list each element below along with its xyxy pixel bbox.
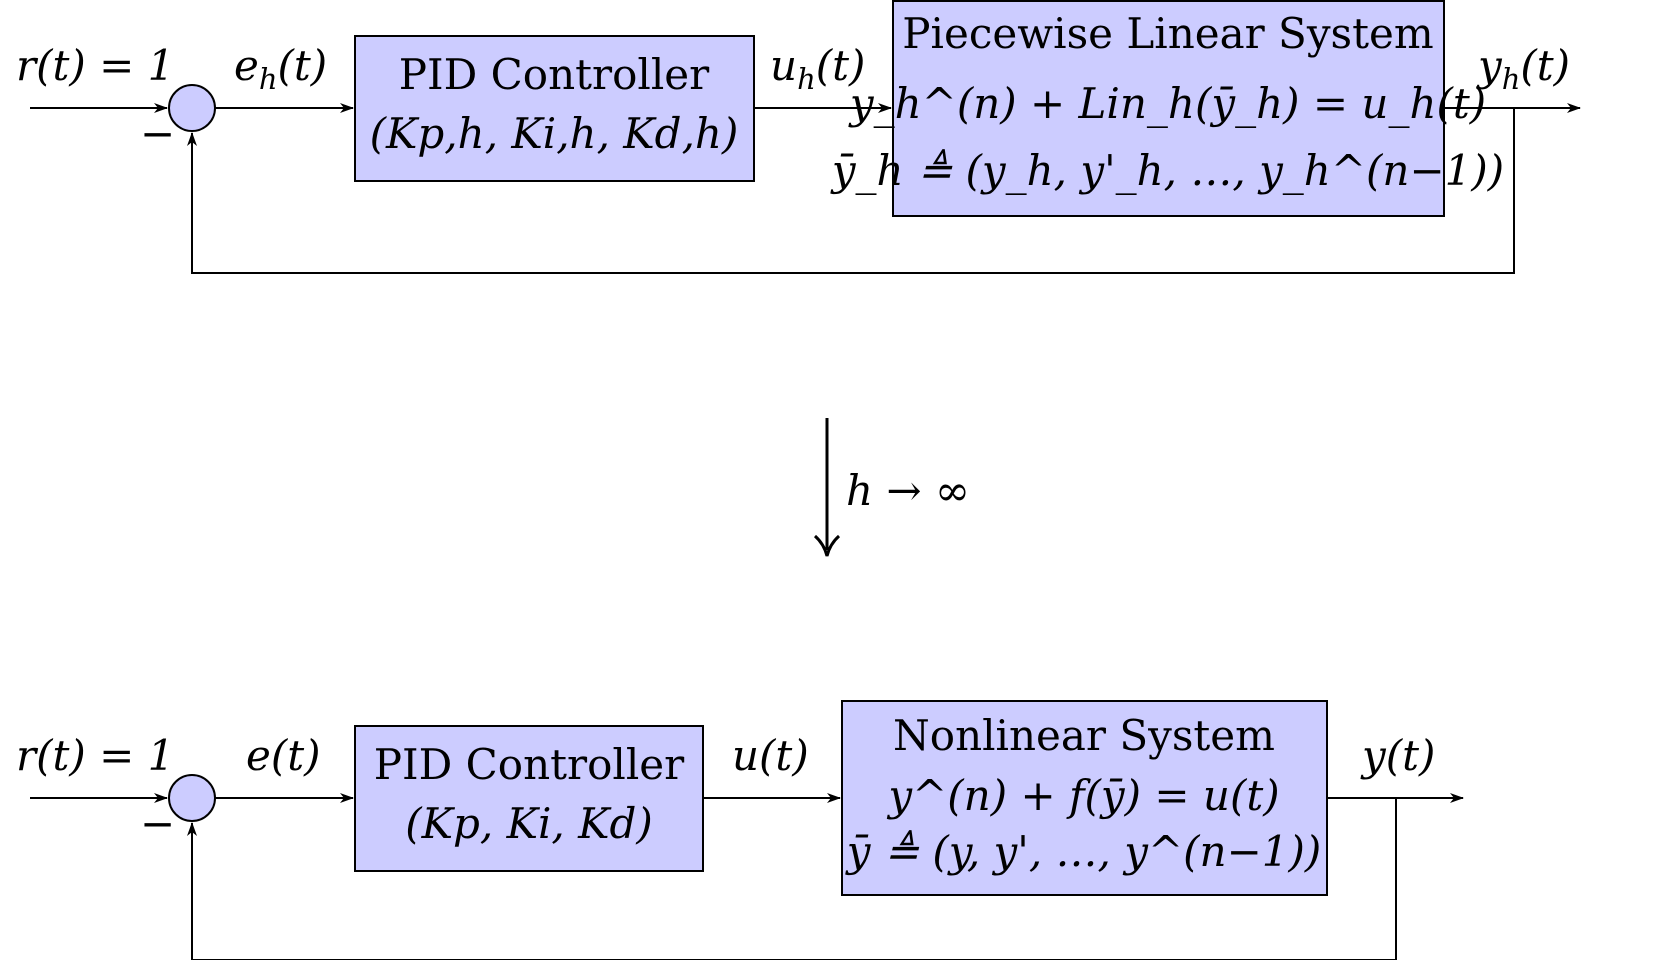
bottom-minus-sign: −	[140, 799, 175, 848]
top-pid-controller-block	[354, 35, 755, 182]
bottom-summing-junction	[168, 774, 216, 822]
bottom-pid-controller-block	[354, 725, 704, 872]
bottom-system-eq2: ȳ ≜ (y, y', …, y^(n−1))	[845, 827, 1322, 876]
bottom-output-label: y(t)	[1360, 731, 1435, 780]
top-loop: r(t) = 1 − eh(t) PID Controller (Kp,h, K…	[16, 0, 1581, 274]
limit-label: h → ∞	[846, 466, 970, 515]
top-system-block	[892, 0, 1445, 217]
top-controller-title: PID Controller	[399, 50, 710, 99]
bottom-controller-params: (Kp, Ki, Kd)	[405, 799, 653, 848]
bottom-loop: r(t) = 1 − e(t) PID Controller (Kp, Ki, …	[16, 700, 1464, 960]
top-summing-junction	[168, 84, 216, 132]
top-system-eq2: ȳ_h ≜ (y_h, y'_h, …, y_h^(n−1))	[830, 146, 1504, 195]
top-minus-sign: −	[140, 109, 175, 158]
limit-transition: h → ∞	[813, 418, 970, 557]
top-error-label: eh(t)	[234, 41, 327, 96]
bottom-system-title: Nonlinear System	[893, 711, 1275, 760]
top-controller-params: (Kp,h, Ki,h, Kd,h)	[370, 109, 739, 158]
limit-arrow-head	[813, 534, 841, 557]
top-control-label: uh(t)	[770, 41, 865, 96]
bottom-system-block	[841, 700, 1328, 896]
bottom-feedback-path	[191, 798, 1397, 960]
top-system-title: Piecewise Linear System	[902, 9, 1433, 58]
bottom-control-label: u(t)	[732, 731, 809, 780]
bottom-system-eq1: y^(n) + f(ȳ) = u(t)	[886, 771, 1279, 820]
bottom-controller-title: PID Controller	[374, 740, 685, 789]
top-system-eq1: y_h^(n) + Lin_h(ȳ_h) = u_h(t)	[848, 79, 1486, 128]
bottom-error-label: e(t)	[246, 731, 321, 780]
top-output-label: yh(t)	[1476, 41, 1570, 96]
top-reference-label: r(t) = 1	[16, 41, 174, 90]
top-feedback-path	[191, 108, 1515, 274]
bottom-reference-label: r(t) = 1	[16, 731, 174, 780]
